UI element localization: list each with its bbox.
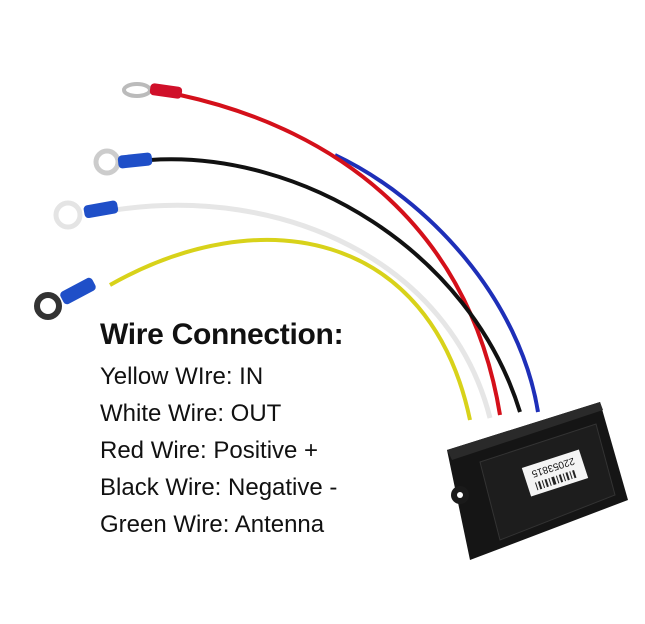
yellow-wire	[109, 238, 472, 421]
black-wire	[149, 157, 522, 413]
blue-wire	[334, 153, 540, 413]
red-wire	[179, 93, 502, 416]
caption-line-white: White Wire: OUT	[100, 400, 282, 427]
black-wire-ring-terminal	[93, 148, 153, 176]
white-wire-ring-terminal	[53, 200, 119, 230]
red-ring-terminal	[122, 82, 183, 99]
white-wire	[114, 202, 493, 419]
caption-title: Wire Connection:	[100, 318, 344, 351]
caption-line-black: Black Wire: Negative -	[100, 474, 338, 501]
caption-line-green: Green Wire: Antenna	[100, 511, 325, 538]
caption-line-yellow: Yellow WIre: IN	[100, 363, 264, 390]
control-module: 22053815	[447, 402, 628, 560]
caption-line-red: Red Wire: Positive +	[100, 437, 319, 464]
wire-connection-caption: Wire Connection: Yellow WIre: IN White W…	[100, 318, 344, 543]
serial-label	[521, 449, 589, 497]
yellow-wire-ring-terminal	[34, 277, 96, 320]
